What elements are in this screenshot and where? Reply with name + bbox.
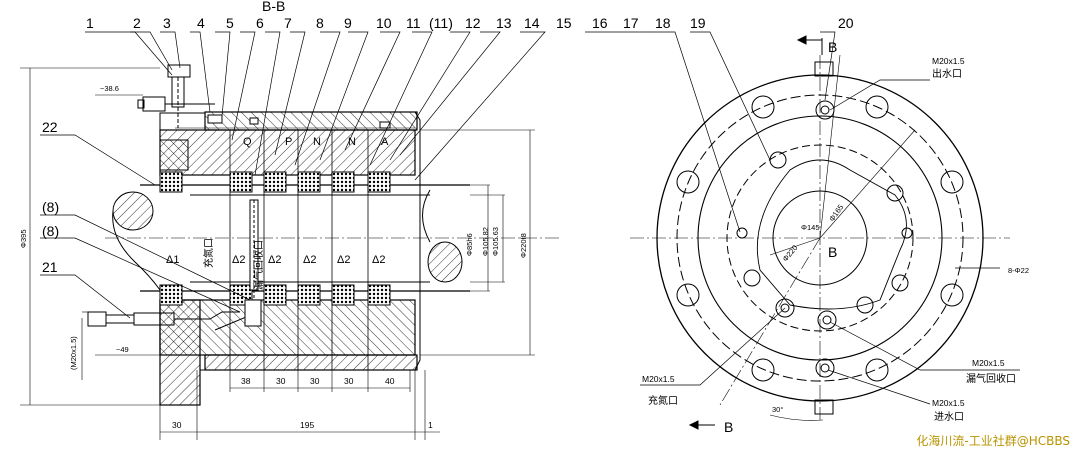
part-7: 7: [284, 15, 292, 31]
view-title: B-B: [262, 0, 285, 14]
delta-2b: Δ2: [268, 254, 281, 266]
dim-145: Φ145: [801, 223, 820, 232]
part-14: 14: [524, 15, 540, 31]
part-20: 20: [838, 15, 854, 31]
chamber-q: Q: [243, 136, 252, 148]
seal-rings-upper: [159, 171, 391, 193]
end-view-labels: B B B Φ145 Φ165 Φ220 8-Φ22 30° M20x1.5 出…: [642, 39, 1029, 435]
dim-base-195: 195: [300, 420, 314, 430]
n2-thread: M20x1.5: [642, 374, 675, 384]
section-mark-center: B: [828, 244, 837, 260]
leak-gas-port-text: 漏气回收口: [252, 240, 265, 290]
section-mark-top: B: [828, 39, 837, 55]
leak-label: 漏气回收口: [966, 372, 1016, 385]
n2-label: 充氮口: [648, 394, 678, 407]
part-8-callout-b: (8): [42, 223, 59, 239]
part-15: 15: [556, 15, 572, 31]
dim-8-holes: 8-Φ22: [1008, 266, 1029, 275]
section-view: B-B: [20, 0, 560, 440]
part-5: 5: [226, 15, 234, 31]
dim-220: Φ220: [781, 243, 800, 263]
delta-labels: Δ1 Δ2 Δ2 Δ2 Δ2 Δ2: [166, 254, 385, 266]
seal-gas-port-text: 充氮口: [202, 238, 215, 268]
dim-38-6: ~38.6: [100, 84, 119, 93]
dim-seg-38: 38: [241, 376, 251, 386]
part-4: 4: [197, 15, 205, 31]
chamber-n1: N: [313, 136, 321, 148]
inlet-thread: M20x1.5: [932, 398, 965, 408]
dim-105-63: Φ105.63: [491, 227, 500, 256]
part-2: 2: [133, 15, 141, 31]
dim-base-1: 1: [428, 420, 433, 430]
dim-seg-30a: 30: [276, 376, 286, 386]
chamber-a: A: [381, 136, 389, 148]
part-10: 10: [376, 15, 392, 31]
dim-seg-30c: 30: [344, 376, 354, 386]
inlet-fitting-lower: [87, 299, 262, 331]
chamber-n2: N: [348, 136, 356, 148]
part-12: 12: [465, 15, 481, 31]
delta-2a: Δ2: [232, 254, 245, 266]
chamber-letters: Q P N N A: [243, 136, 389, 148]
dim-seg-40: 40: [385, 376, 395, 386]
dim-m20: (M20x1.5): [69, 336, 78, 370]
part-22: 22: [42, 119, 58, 135]
delta-2c: Δ2: [303, 254, 316, 266]
end-view: [630, 35, 1010, 430]
dim-220f8: Φ220f8: [519, 233, 528, 258]
dim-85h6: Φ85h6: [465, 233, 474, 256]
dim-165: Φ165: [827, 203, 845, 223]
section-mark-bottom: B: [724, 419, 733, 435]
delta-2d: Δ2: [337, 254, 350, 266]
part-18: 18: [655, 15, 671, 31]
part-6: 6: [256, 15, 264, 31]
dim-angle: 30°: [772, 405, 783, 414]
chamber-p: P: [285, 136, 292, 148]
dim-105-82: Φ105.82: [481, 227, 490, 256]
dim-395: Φ395: [19, 230, 28, 249]
dim-seg-30b: 30: [310, 376, 320, 386]
part-19: 19: [690, 15, 706, 31]
outlet-label: 出水口: [932, 67, 962, 80]
part-11-alt: (11): [429, 15, 453, 31]
dim-49: ~49: [116, 345, 129, 354]
part-1: 1: [86, 15, 94, 31]
part-17: 17: [623, 15, 639, 31]
inlet-fitting-upper: [137, 64, 215, 128]
part-8: 8: [316, 15, 324, 31]
outlet-thread: M20x1.5: [932, 56, 965, 66]
left-dimensions: ~38.6 ~49 (M20x1.5) Φ395 Φ85h6 Φ105.82 Φ…: [19, 84, 528, 430]
part-21: 21: [42, 259, 58, 275]
delta-2e: Δ2: [372, 254, 385, 266]
dim-base-30: 30: [172, 420, 182, 430]
part-3: 3: [163, 15, 171, 31]
leak-thread: M20x1.5: [972, 358, 1005, 368]
part-11: 11: [406, 15, 421, 31]
delta-1: Δ1: [166, 254, 179, 266]
part-8-callout-a: (8): [42, 199, 59, 215]
part-13: 13: [496, 15, 512, 31]
part-16: 16: [592, 15, 608, 31]
inlet-label: 进水口: [934, 411, 964, 423]
end-view-leaders: [640, 79, 1020, 405]
watermark: 化海川流-工业社群@HCBBS: [916, 434, 1070, 448]
leader-lines: [40, 31, 836, 319]
part-9: 9: [344, 15, 352, 31]
part-numbers: 1 2 3 4 5 6 7 8 9 10 11 (11) 12 13 14 15…: [42, 15, 854, 275]
